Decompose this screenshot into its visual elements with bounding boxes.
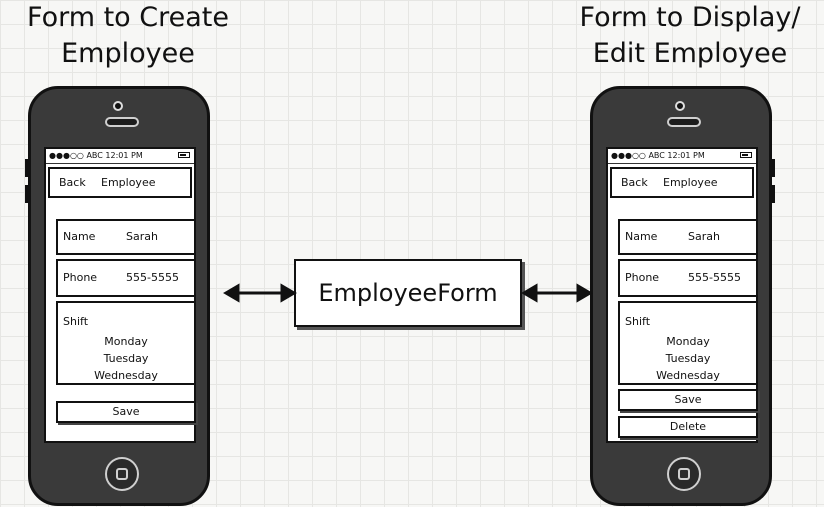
shift-label: Shift — [625, 315, 651, 328]
home-button — [105, 457, 139, 491]
home-button — [667, 457, 701, 491]
title-edit-employee: Form to Display/ Edit Employee — [562, 0, 818, 72]
arrowhead-right-box — [521, 283, 538, 303]
volume-button — [25, 159, 29, 177]
status-bar: ●●●○○ ABC 12:01 PM — [46, 149, 194, 164]
nav-bar: Back Employee — [48, 167, 192, 198]
title-line: Form to Create — [27, 2, 229, 33]
battery-icon — [178, 152, 190, 158]
volume-button — [771, 159, 775, 177]
back-button[interactable]: Back — [59, 176, 86, 189]
speaker-grille — [105, 117, 139, 127]
shift-field[interactable]: Shift Monday Tuesday Wednesday — [56, 301, 196, 385]
save-button[interactable]: Save — [618, 389, 758, 411]
volume-button — [771, 185, 775, 203]
speaker-grille — [667, 117, 701, 127]
arrowhead-right — [576, 283, 593, 303]
nav-title: Employee — [101, 176, 156, 189]
nav-title: Employee — [663, 176, 718, 189]
name-field[interactable]: Name Sarah — [618, 219, 758, 255]
save-button[interactable]: Save — [56, 401, 196, 423]
title-line: Edit Employee — [592, 38, 788, 69]
name-field[interactable]: Name Sarah — [56, 219, 196, 255]
phone-screen: ●●●○○ ABC 12:01 PM Back Employee Name Sa… — [44, 147, 196, 443]
shift-label: Shift — [63, 315, 89, 328]
phone-field[interactable]: Phone 555-5555 — [618, 259, 758, 297]
name-label: Name — [625, 230, 658, 243]
phone-value: 555-5555 — [126, 271, 179, 284]
phone-screen: ●●●○○ ABC 12:01 PM Back Employee Name Sa… — [606, 147, 758, 443]
title-line: Employee — [61, 38, 195, 69]
phone-field[interactable]: Phone 555-5555 — [56, 259, 196, 297]
back-button[interactable]: Back — [621, 176, 648, 189]
status-text: ●●●○○ ABC 12:01 PM — [611, 151, 705, 160]
phone-label: Phone — [63, 271, 98, 284]
name-label: Name — [63, 230, 96, 243]
home-square-icon — [116, 468, 128, 480]
title-line: Form to Display/ — [579, 2, 801, 33]
phone-edit-form: ●●●○○ ABC 12:01 PM Back Employee Name Sa… — [590, 86, 775, 506]
title-create-employee: Form to Create Employee — [0, 0, 256, 72]
phone-label: Phone — [625, 271, 660, 284]
status-text: ●●●○○ ABC 12:01 PM — [49, 151, 143, 160]
shift-day[interactable]: Tuesday — [103, 352, 149, 365]
name-value: Sarah — [126, 230, 158, 243]
camera-icon — [675, 101, 685, 111]
phone-create-form: ●●●○○ ABC 12:01 PM Back Employee Name Sa… — [25, 86, 210, 506]
arrowhead-left-box — [280, 283, 297, 303]
status-bar: ●●●○○ ABC 12:01 PM — [608, 149, 756, 164]
volume-button — [25, 185, 29, 203]
battery-icon — [740, 152, 752, 158]
shift-day[interactable]: Wednesday — [656, 369, 720, 382]
shift-day[interactable]: Tuesday — [665, 352, 711, 365]
delete-button[interactable]: Delete — [618, 416, 758, 438]
employee-form-component: EmployeeForm — [294, 259, 522, 327]
camera-icon — [113, 101, 123, 111]
name-value: Sarah — [688, 230, 720, 243]
shift-day[interactable]: Monday — [666, 335, 710, 348]
arrowhead-left — [223, 283, 240, 303]
nav-bar: Back Employee — [610, 167, 754, 198]
phone-value: 555-5555 — [688, 271, 741, 284]
shift-days: Monday Tuesday Wednesday — [58, 333, 194, 384]
shift-days: Monday Tuesday Wednesday — [620, 333, 756, 384]
home-square-icon — [678, 468, 690, 480]
shift-day[interactable]: Wednesday — [94, 369, 158, 382]
shift-field[interactable]: Shift Monday Tuesday Wednesday — [618, 301, 758, 385]
shift-day[interactable]: Monday — [104, 335, 148, 348]
